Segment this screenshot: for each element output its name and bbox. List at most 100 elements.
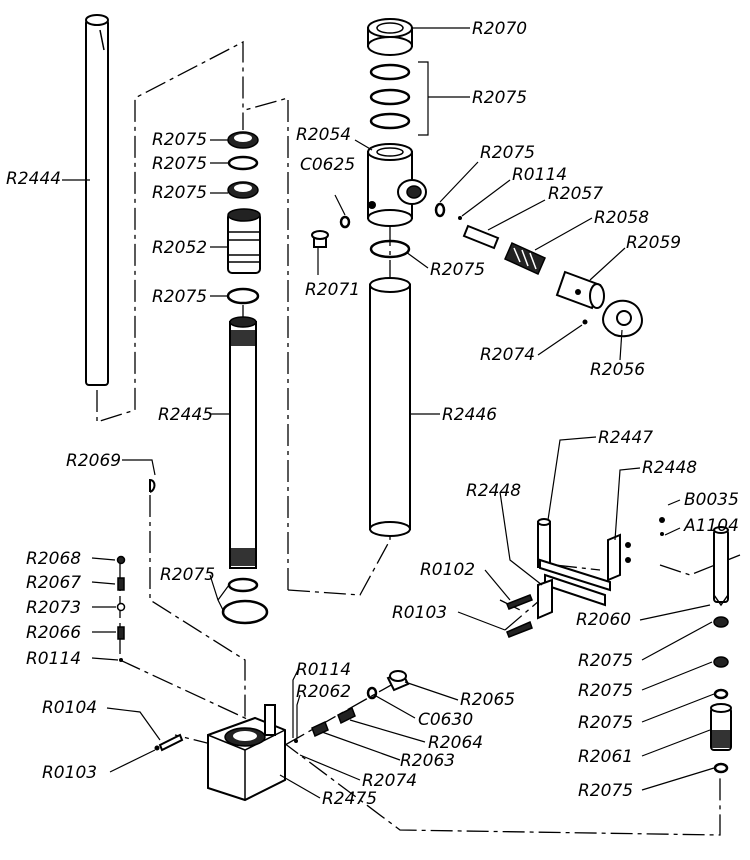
part-r2073 xyxy=(116,602,126,612)
label-r2058: R2058 xyxy=(594,208,649,228)
label-r2075-a: R2075 xyxy=(152,130,207,150)
seal-ring-r2075-2 xyxy=(227,155,259,171)
washer-c0630 xyxy=(366,686,378,700)
label-r2448-right: R2448 xyxy=(642,458,697,478)
label-r2066: R2066 xyxy=(26,623,81,643)
label-r2447: R2447 xyxy=(598,428,653,448)
piston-r2052 xyxy=(227,208,261,274)
ball-r0114 xyxy=(458,216,462,220)
label-r2060: R2060 xyxy=(576,610,631,630)
label-r2075-g: R2075 xyxy=(578,681,633,701)
label-r2444: R2444 xyxy=(6,169,61,189)
label-r2075-f: R2075 xyxy=(578,651,633,671)
plunger-r2061 xyxy=(710,703,732,751)
label-r2075-below-body: R2075 xyxy=(430,260,485,280)
sleeve-r2059 xyxy=(555,270,605,310)
label-r2070: R2070 xyxy=(472,19,527,39)
base-block-r2475 xyxy=(207,704,286,802)
plug-r2071 xyxy=(311,230,329,248)
screw-r2069 xyxy=(149,478,156,493)
label-r2065: R2065 xyxy=(460,690,515,710)
seal-ring-r2075-4 xyxy=(226,287,260,305)
label-r0103-left: R0103 xyxy=(42,763,97,783)
label-r2067: R2067 xyxy=(26,573,81,593)
label-r2075-side: R2075 xyxy=(480,143,535,163)
label-r0102: R0102 xyxy=(420,560,475,580)
part-r2068 xyxy=(116,555,126,565)
cap-r2070 xyxy=(367,18,413,56)
seal-ring-r2075-1 xyxy=(227,131,259,149)
seal-r2075-right-1 xyxy=(713,616,729,628)
spring-r2058 xyxy=(504,242,546,275)
label-a1104: A1104 xyxy=(683,516,739,536)
screws-r0102-r0103 xyxy=(506,594,533,638)
label-c0630: C0630 xyxy=(418,710,473,730)
ring-r2075-valve xyxy=(434,202,446,218)
label-r2061: R2061 xyxy=(578,747,633,767)
label-r2069: R2069 xyxy=(66,451,121,471)
ball-r0114-left xyxy=(119,658,123,662)
label-r0114-base: R0114 xyxy=(296,660,351,680)
seal-rings-r2075-top xyxy=(369,63,411,130)
seal-ring-r2075-under-body xyxy=(369,239,411,259)
label-r2052: R2052 xyxy=(152,238,207,258)
label-r2075-e: R2075 xyxy=(160,565,215,585)
seal-r2075-right-2 xyxy=(713,656,729,668)
label-r2075-c: R2075 xyxy=(152,183,207,203)
pin-r0104 xyxy=(158,733,184,752)
bracket-r2075-top xyxy=(418,61,429,136)
label-r2475: R2475 xyxy=(322,789,377,809)
nut-r2065 xyxy=(386,670,410,692)
part-r2067 xyxy=(117,577,125,591)
needle-r2057 xyxy=(462,224,500,250)
label-r2063: R2063 xyxy=(400,751,455,771)
label-r2075-top: R2075 xyxy=(472,88,527,108)
part-r2063 xyxy=(311,720,329,738)
rod-r2444 xyxy=(85,14,109,386)
pin-r2060 xyxy=(713,526,729,607)
label-r0103-right: R0103 xyxy=(392,603,447,623)
label-r0114-top: R0114 xyxy=(512,165,567,185)
label-r2075-d: R2075 xyxy=(152,287,207,307)
label-r2445: R2445 xyxy=(158,405,213,425)
leader-lines xyxy=(62,27,715,799)
washer-c0625 xyxy=(339,215,351,229)
part-r2064 xyxy=(337,706,356,725)
label-r2056: R2056 xyxy=(590,360,645,380)
knob-r2056 xyxy=(602,299,643,338)
label-r2075-i: R2075 xyxy=(578,781,633,801)
part-labels: R2070 R2075 R2054 R2075 C0625 R0114 R205… xyxy=(6,19,739,809)
label-r2074-top: R2074 xyxy=(480,345,535,365)
pin-r2074-valve xyxy=(582,319,588,325)
label-r0104: R0104 xyxy=(42,698,97,718)
bracket-plate-r2448-left xyxy=(537,578,553,620)
label-b0035: B0035 xyxy=(684,490,739,510)
label-r2074-base: R2074 xyxy=(362,771,417,791)
seal-r2075-right-3 xyxy=(713,688,729,700)
part-b0035 xyxy=(659,517,665,523)
part-r2066 xyxy=(117,626,125,640)
label-r2071: R2071 xyxy=(305,280,360,300)
tube-r2446 xyxy=(369,277,411,537)
label-r2075-h: R2075 xyxy=(578,713,633,733)
label-r0114-left: R0114 xyxy=(26,649,81,669)
label-r2059: R2059 xyxy=(626,233,681,253)
body-r2054 xyxy=(367,143,427,227)
ball-r0103-base xyxy=(154,745,160,751)
seal-ring-r2075-3 xyxy=(227,181,259,199)
tube-r2445 xyxy=(229,316,257,569)
ball-r0114-base xyxy=(294,739,298,743)
label-r2054: R2054 xyxy=(296,125,351,145)
label-r2448-left: R2448 xyxy=(466,481,521,501)
label-r2064: R2064 xyxy=(428,733,483,753)
label-r2446: R2446 xyxy=(442,405,497,425)
part-a1104 xyxy=(660,532,664,536)
label-r2057: R2057 xyxy=(548,184,603,204)
seal-rings-r2075-5 xyxy=(221,577,269,625)
seal-r2075-right-4 xyxy=(713,762,729,774)
label-c0625: C0625 xyxy=(300,155,355,175)
label-r2068: R2068 xyxy=(26,549,81,569)
label-r2062: R2062 xyxy=(296,682,351,702)
label-r2073: R2073 xyxy=(26,598,81,618)
